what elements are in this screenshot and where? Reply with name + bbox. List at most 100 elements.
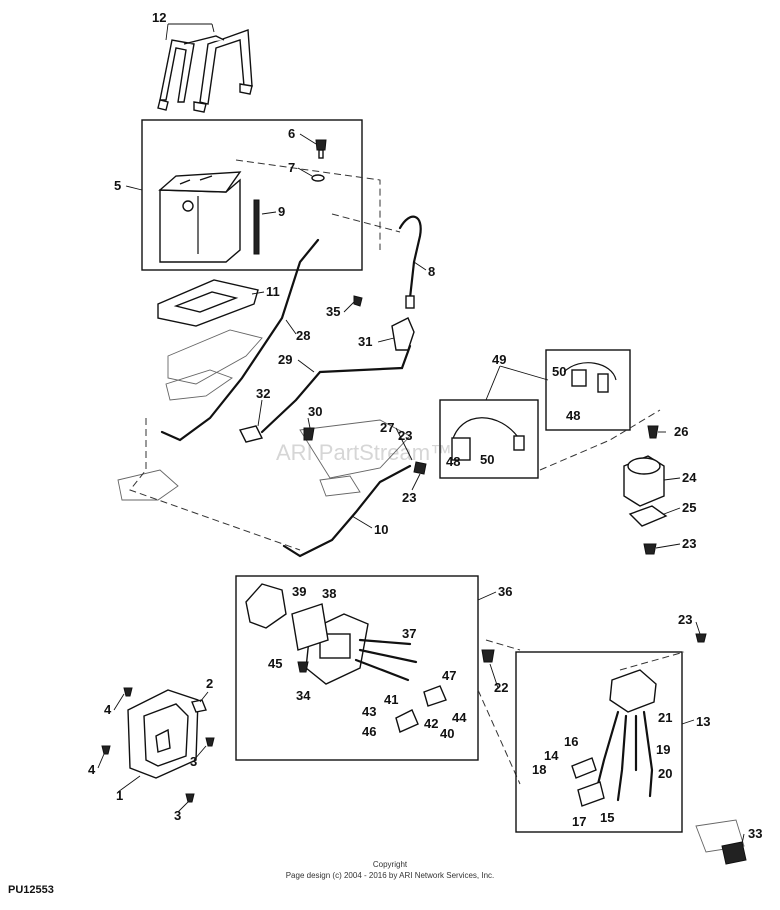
callout-43: 43 bbox=[362, 704, 376, 719]
nut-4-part-a[interactable] bbox=[123, 687, 133, 697]
callout-2: 2 bbox=[206, 676, 213, 691]
callout-23-c: 23 bbox=[682, 536, 696, 551]
callout-47: 47 bbox=[442, 668, 456, 683]
callout-18: 18 bbox=[532, 762, 546, 777]
bracket-31-part[interactable] bbox=[391, 317, 415, 351]
callout-21: 21 bbox=[658, 710, 672, 725]
battery-strap-part[interactable] bbox=[157, 29, 253, 113]
callout-20: 20 bbox=[658, 766, 672, 781]
callout-33: 33 bbox=[748, 826, 762, 841]
callout-31: 31 bbox=[358, 334, 372, 349]
callout-22: 22 bbox=[494, 680, 508, 695]
watermark-text: ARI PartStream™ bbox=[276, 440, 452, 465]
callout-7: 7 bbox=[288, 160, 295, 175]
battery-nut-part[interactable] bbox=[311, 174, 325, 182]
callout-45: 45 bbox=[268, 656, 282, 671]
callout-4-b: 4 bbox=[88, 762, 96, 777]
module-assembly-box bbox=[235, 575, 479, 761]
ground-cable-28-part[interactable] bbox=[160, 238, 320, 442]
callout-48-b: 48 bbox=[446, 454, 460, 469]
mounting-bracket-1-part[interactable] bbox=[127, 689, 199, 779]
callout-32: 32 bbox=[256, 386, 270, 401]
callout-17: 17 bbox=[572, 814, 586, 829]
battery-assembly-box bbox=[141, 119, 363, 271]
terminal-23-part[interactable] bbox=[413, 461, 427, 475]
callout-3-b: 3 bbox=[174, 808, 181, 823]
clip-2-part[interactable] bbox=[191, 699, 207, 713]
screw-35-part[interactable] bbox=[353, 295, 363, 307]
positive-cable-29-part[interactable] bbox=[260, 344, 412, 434]
callout-12: 12 bbox=[152, 10, 166, 25]
callout-10: 10 bbox=[374, 522, 388, 537]
screw-34-part[interactable] bbox=[297, 661, 309, 673]
nut-23-part[interactable] bbox=[643, 543, 657, 555]
callout-25: 25 bbox=[682, 500, 696, 515]
battery-tray-part[interactable] bbox=[157, 279, 259, 327]
fuse-block-part[interactable] bbox=[291, 603, 329, 651]
callout-41: 41 bbox=[384, 692, 398, 707]
footer-credit: Page design (c) 2004 - 2016 by ARI Netwo… bbox=[285, 871, 495, 880]
battery-bolt-part[interactable] bbox=[315, 139, 327, 159]
callout-16: 16 bbox=[564, 734, 578, 749]
cover-part[interactable] bbox=[245, 583, 287, 629]
callout-49: 49 bbox=[492, 352, 506, 367]
callout-11: 11 bbox=[266, 284, 280, 299]
callout-27: 27 bbox=[380, 420, 394, 435]
pad-25-part[interactable] bbox=[628, 505, 668, 527]
bolt-22-part[interactable] bbox=[481, 649, 495, 663]
callout-23-b: 23 bbox=[402, 490, 416, 505]
callout-38: 38 bbox=[322, 586, 336, 601]
nut-23-part-b[interactable] bbox=[695, 633, 707, 643]
battery-part[interactable] bbox=[158, 171, 242, 263]
callout-37: 37 bbox=[402, 626, 416, 641]
callout-15: 15 bbox=[600, 810, 614, 825]
harness-48-50-part-right[interactable] bbox=[563, 362, 617, 393]
connector-40-46-part[interactable] bbox=[395, 685, 447, 733]
callout-14: 14 bbox=[544, 748, 559, 763]
callout-28: 28 bbox=[296, 328, 310, 343]
harness-box-right bbox=[545, 349, 631, 431]
harness-13-box bbox=[515, 651, 683, 833]
callout-35: 35 bbox=[326, 304, 340, 319]
callout-23-d: 23 bbox=[678, 612, 692, 627]
bolt-30-part[interactable] bbox=[303, 427, 315, 441]
callout-44: 44 bbox=[452, 710, 467, 725]
callout-8: 8 bbox=[428, 264, 435, 279]
callout-34: 34 bbox=[296, 688, 311, 703]
solenoid-24-part[interactable] bbox=[623, 455, 665, 507]
harness-box-left bbox=[439, 399, 539, 479]
footer-copyright: Copyright bbox=[372, 860, 408, 869]
callout-26: 26 bbox=[674, 424, 688, 439]
callout-46: 46 bbox=[362, 724, 376, 739]
callout-48-a: 48 bbox=[566, 408, 580, 423]
callout-39: 39 bbox=[292, 584, 306, 599]
harness-13-part[interactable] bbox=[571, 669, 657, 807]
battery-pad-part[interactable] bbox=[253, 199, 260, 255]
callout-19: 19 bbox=[656, 742, 670, 757]
grommet-33-part[interactable] bbox=[695, 819, 747, 865]
callout-23-a: 23 bbox=[398, 428, 412, 443]
nut-4-part-b[interactable] bbox=[101, 745, 111, 755]
callout-30: 30 bbox=[308, 404, 322, 419]
screw-3-part-a[interactable] bbox=[205, 737, 215, 747]
document-code: PU12553 bbox=[8, 884, 54, 896]
callout-24: 24 bbox=[682, 470, 697, 485]
callout-42: 42 bbox=[424, 716, 438, 731]
callout-5: 5 bbox=[114, 178, 121, 193]
screw-26-part[interactable] bbox=[647, 425, 659, 439]
mower-frame-ghost bbox=[117, 329, 411, 501]
callout-36: 36 bbox=[498, 584, 512, 599]
harness-48-50-part-left[interactable] bbox=[451, 417, 525, 461]
callout-4-a: 4 bbox=[104, 702, 112, 717]
battery-cable-8-part[interactable] bbox=[331, 213, 422, 309]
cable-10-part[interactable] bbox=[282, 464, 412, 558]
callout-3-a: 3 bbox=[190, 754, 197, 769]
callout-29: 29 bbox=[278, 352, 292, 367]
callout-40: 40 bbox=[440, 726, 454, 741]
callout-6: 6 bbox=[288, 126, 295, 141]
clamp-32-part[interactable] bbox=[238, 425, 264, 443]
leader-lines bbox=[97, 23, 745, 845]
screw-3-part-b[interactable] bbox=[185, 793, 195, 803]
callout-9: 9 bbox=[278, 204, 285, 219]
